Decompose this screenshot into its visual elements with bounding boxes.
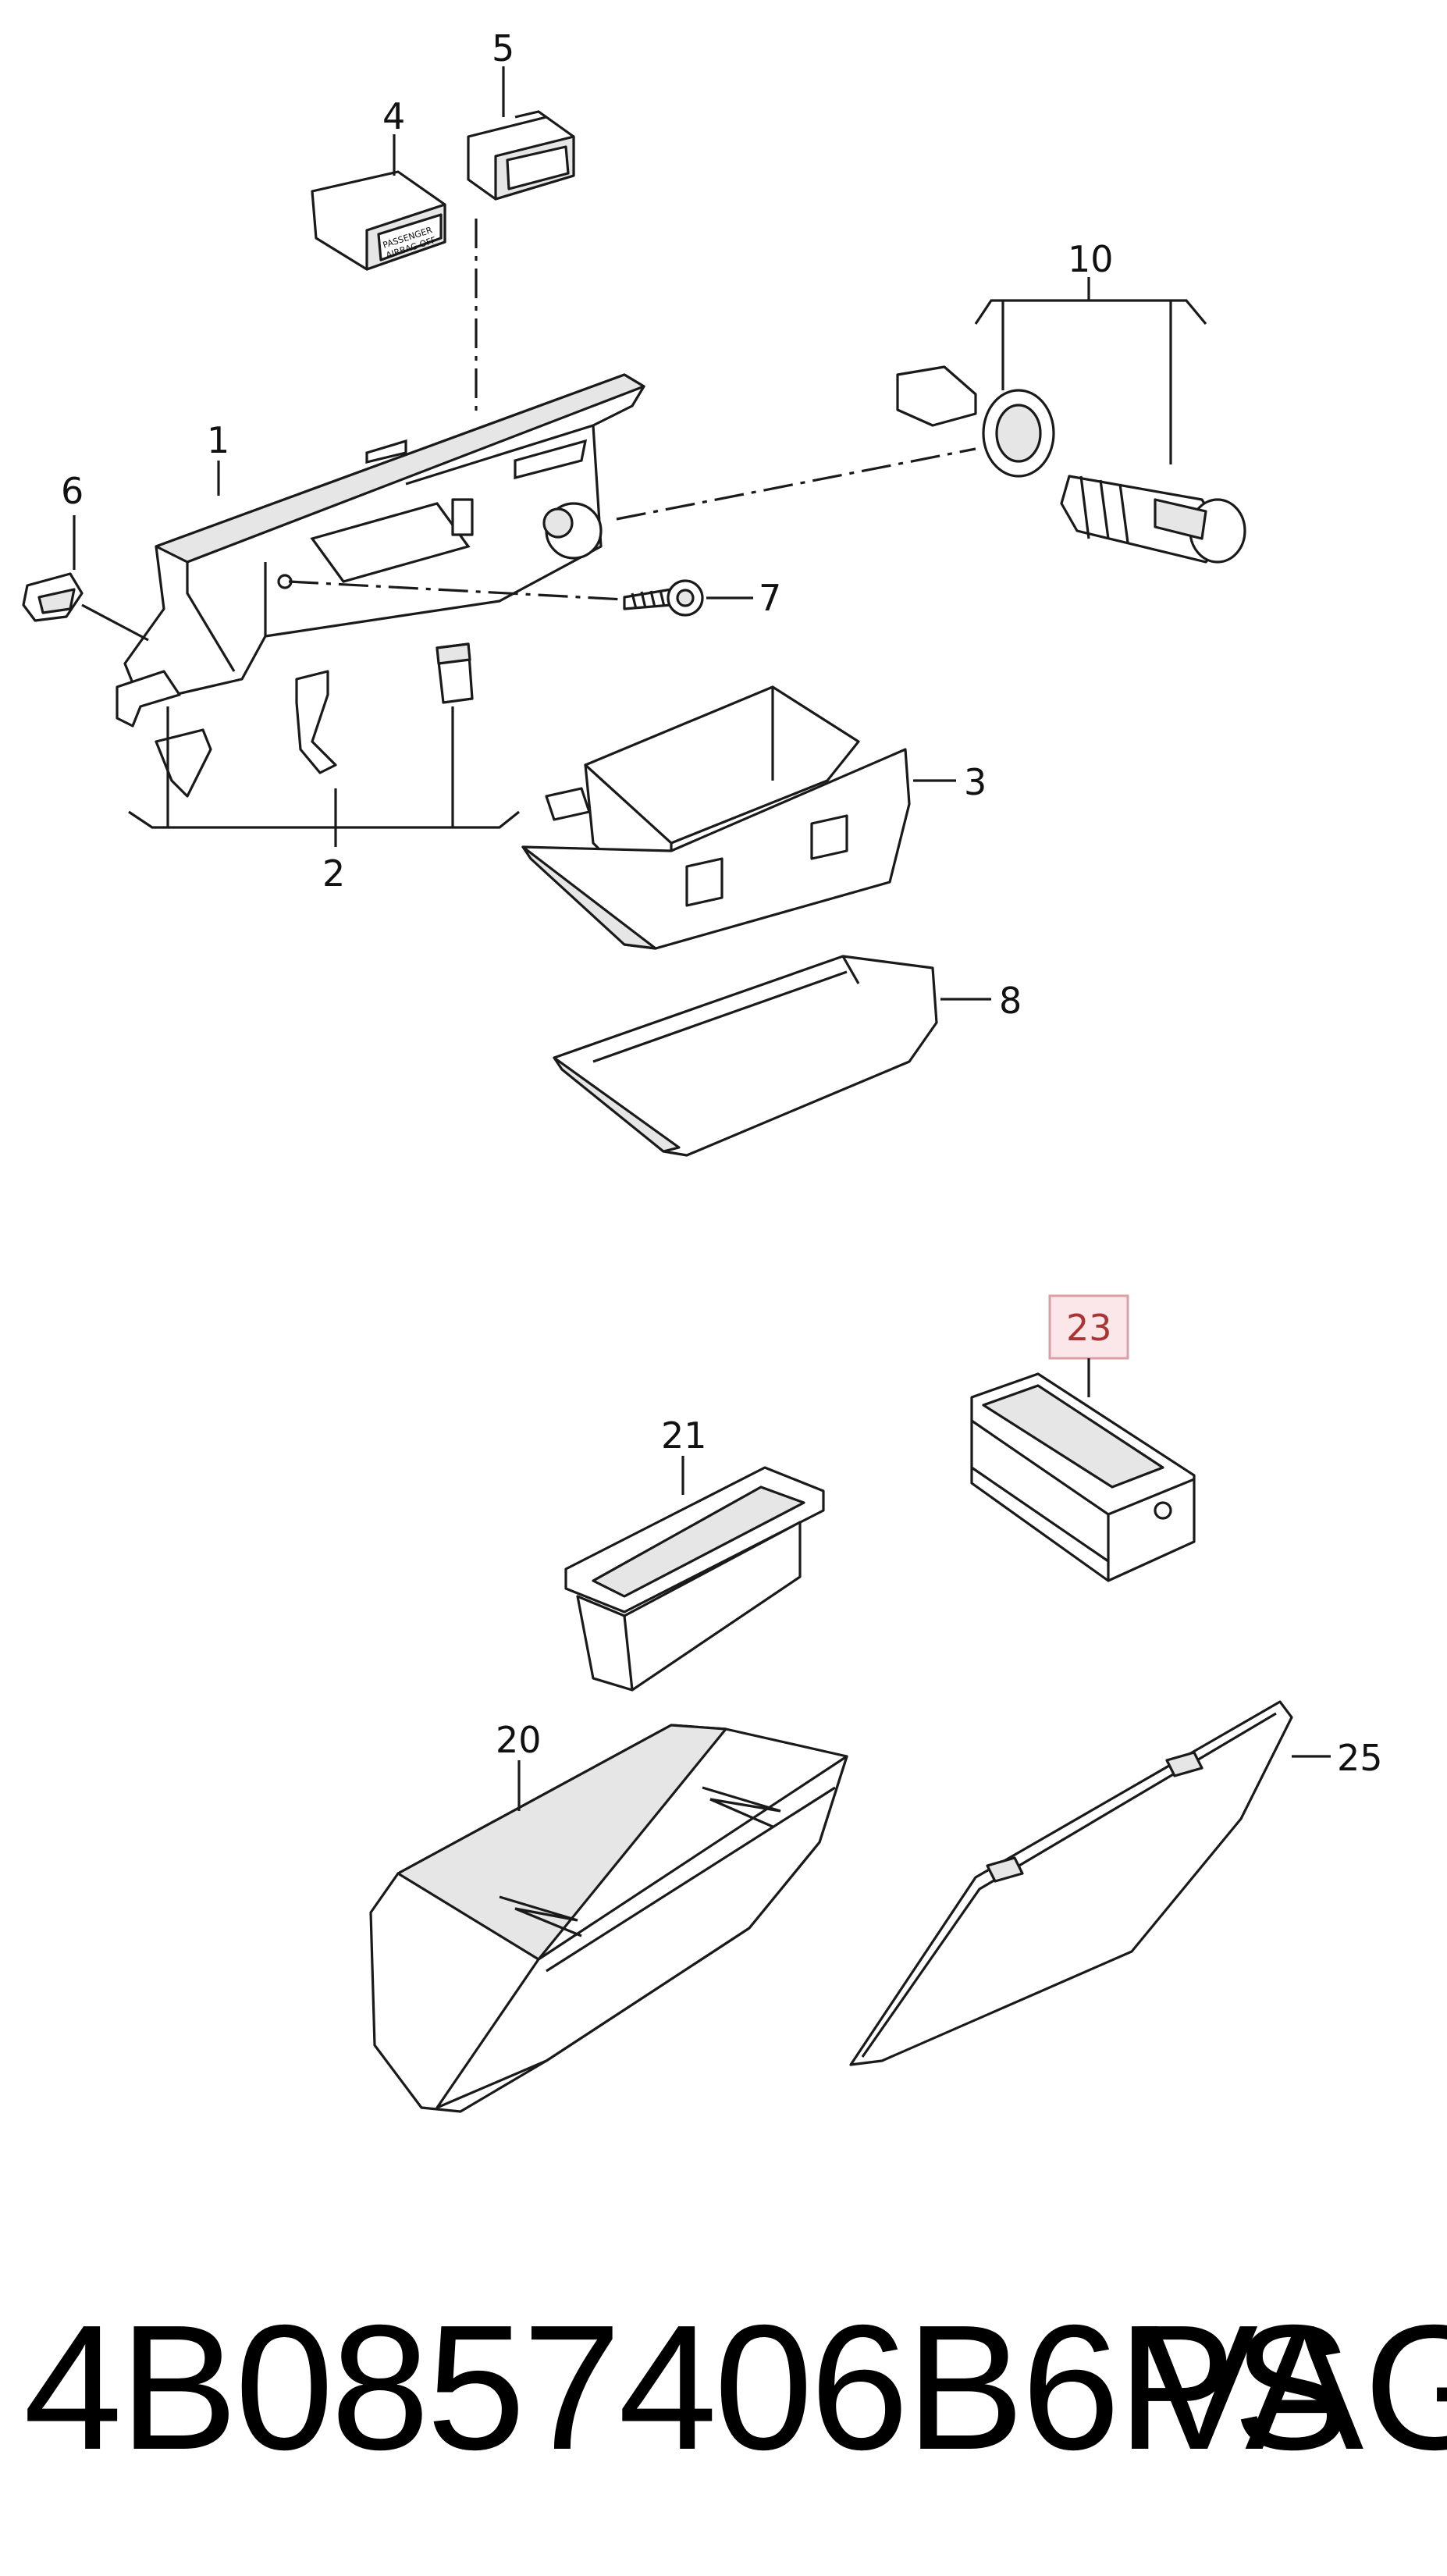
- leader-6b: [81, 603, 149, 642]
- highlight-box-23: [1048, 1294, 1129, 1360]
- part-5-switch: [467, 110, 575, 201]
- callout-1: 1: [207, 419, 229, 461]
- bracket-10: [974, 299, 1207, 326]
- callout-3: 3: [964, 761, 987, 803]
- part-2-brackets: [116, 642, 474, 798]
- part-8-lid: [553, 955, 938, 1157]
- brand-label: VAG: [1139, 2289, 1447, 2487]
- callout-7: 7: [759, 577, 781, 619]
- callout-6: 6: [61, 470, 84, 512]
- bracket-2: [128, 810, 520, 829]
- part-25-cover: [849, 1700, 1293, 2066]
- callout-2: 2: [322, 852, 345, 895]
- part-4-airbag-switch: PASSENGER AIRBAG OFF: [311, 170, 446, 271]
- callout-5: 5: [492, 27, 514, 69]
- leader-10-axis: [616, 447, 976, 521]
- part-20-bin: [369, 1724, 848, 2113]
- part-1-panel: [123, 373, 645, 704]
- callout-21: 21: [661, 1414, 707, 1457]
- part-number: 4B0857406B6PS: [23, 2289, 1352, 2487]
- callout-23: 23: [1066, 1307, 1112, 1349]
- part-3-glovebox: [521, 685, 911, 950]
- leader-7-axis: [288, 580, 625, 601]
- parts-diagram: 5 PASSENGER AIRBAG OFF 4 1 6: [22, 27, 1383, 2113]
- part-21-insert: [564, 1466, 825, 1692]
- callout-25: 25: [1337, 1737, 1383, 1779]
- part-23-tray: [970, 1372, 1196, 1582]
- callout-10: 10: [1068, 238, 1114, 280]
- callout-20: 20: [496, 1719, 542, 1761]
- callout-8: 8: [999, 980, 1022, 1022]
- part-6-clip: [22, 572, 84, 622]
- part-10-lighter: [896, 365, 1246, 564]
- callout-4: 4: [382, 95, 405, 137]
- part-7-screw: [623, 579, 704, 617]
